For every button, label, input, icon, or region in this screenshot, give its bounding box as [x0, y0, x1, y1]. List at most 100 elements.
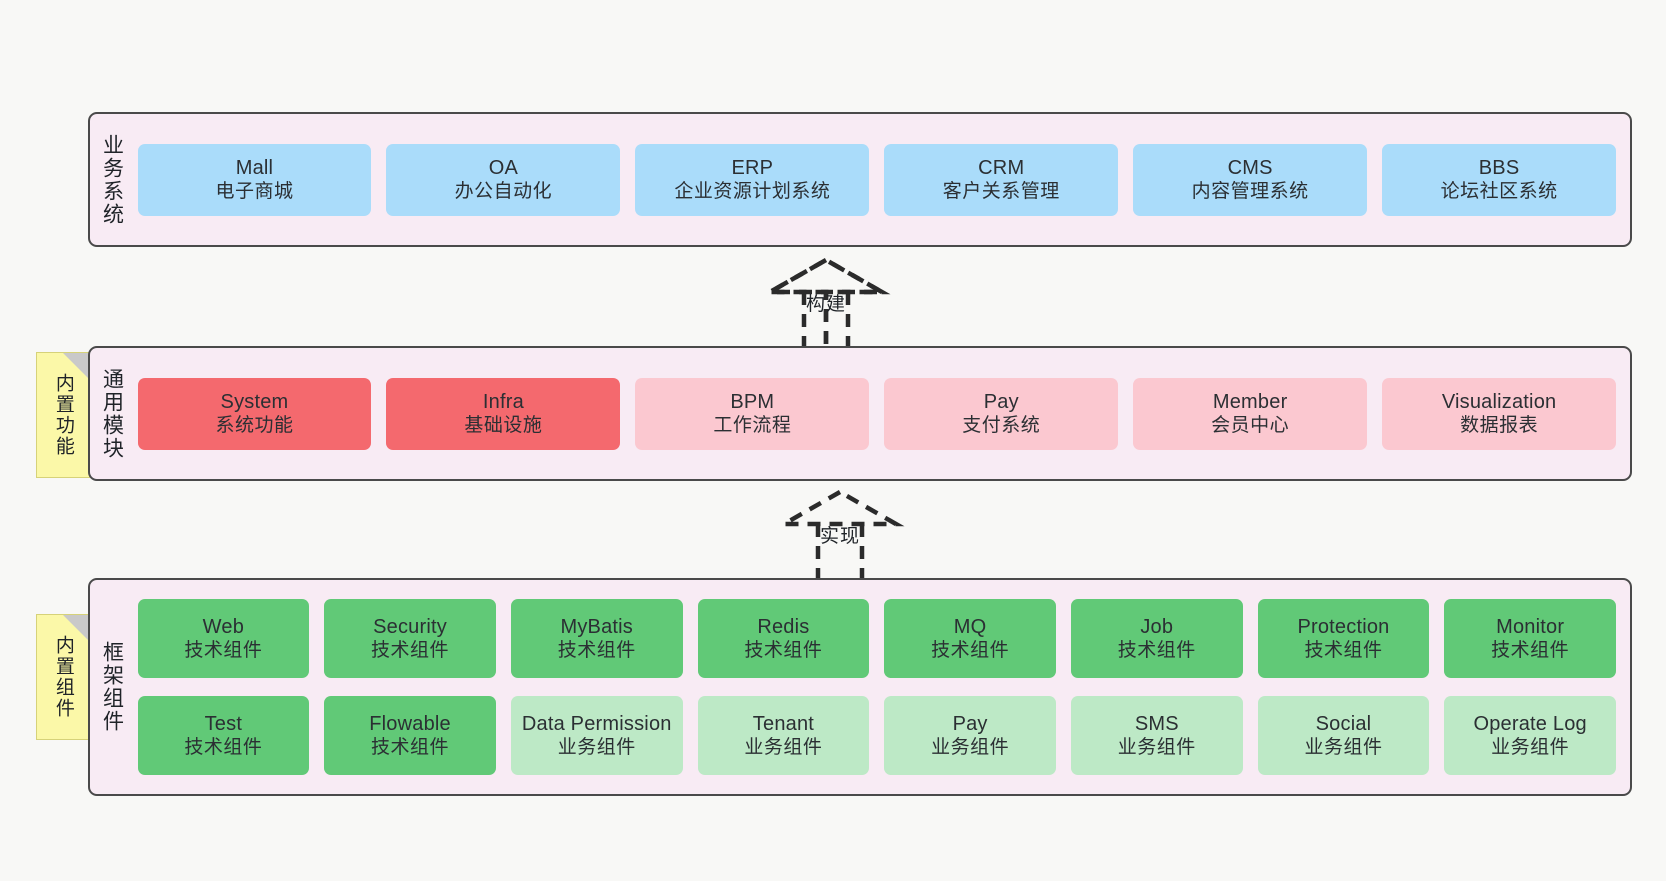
tier-common-module: 通用模块 System 系统功能 Infra 基础设施 BPM 工作流程 Pay…	[88, 346, 1632, 481]
card-mq[interactable]: MQ 技术组件	[884, 599, 1056, 678]
card-title: MQ	[953, 615, 987, 638]
card-subtitle: 工作流程	[713, 415, 792, 437]
card-infra[interactable]: Infra 基础设施	[386, 377, 621, 450]
card-security[interactable]: Security 技术组件	[324, 599, 496, 678]
card-pay-module[interactable]: Pay 支付系统	[884, 377, 1119, 450]
card-monitor[interactable]: Monitor 技术组件	[1444, 599, 1617, 678]
card-subtitle: 业务组件	[931, 737, 1010, 759]
card-title: Security	[373, 615, 447, 638]
tier-row: Test 技术组件 Flowable 技术组件 Data Permission …	[137, 696, 1617, 775]
card-subtitle: 电子商城	[215, 181, 294, 203]
card-subtitle: 技术组件	[744, 640, 823, 662]
note-builtin-component: 内置组件	[36, 614, 90, 740]
arrow-build: 构建	[756, 257, 916, 348]
note-fold-corner-icon	[63, 353, 89, 379]
card-subtitle: 客户关系管理	[942, 181, 1060, 203]
card-subtitle: 基础设施	[464, 415, 543, 437]
card-bpm[interactable]: BPM 工作流程	[635, 377, 870, 450]
card-mybatis[interactable]: MyBatis 技术组件	[510, 599, 683, 678]
card-subtitle: 业务组件	[1304, 737, 1383, 759]
card-title: Mall	[235, 156, 274, 179]
card-title: CRM	[978, 156, 1025, 179]
card-tenant[interactable]: Tenant 业务组件	[697, 696, 870, 775]
card-title: Test	[204, 712, 243, 735]
card-subtitle: 技术组件	[184, 737, 263, 759]
card-title: Job	[1140, 615, 1174, 638]
card-erp[interactable]: ERP 企业资源计划系统	[635, 143, 870, 216]
card-title: Member	[1212, 390, 1288, 413]
card-subtitle: 业务组件	[744, 737, 823, 759]
tier-body-framework-component: Web 技术组件 Security 技术组件 MyBatis 技术组件 Redi…	[132, 580, 1630, 794]
tier-body-common-module: System 系统功能 Infra 基础设施 BPM 工作流程 Pay 支付系统…	[132, 348, 1630, 479]
card-redis[interactable]: Redis 技术组件	[697, 599, 870, 678]
card-title: Web	[202, 615, 245, 638]
card-subtitle: 技术组件	[184, 640, 263, 662]
card-title: Flowable	[369, 712, 451, 735]
card-oa[interactable]: OA 办公自动化	[386, 143, 621, 216]
arrow-implement-label: 实现	[820, 526, 861, 547]
tier-label-common-module: 通用模块	[100, 367, 124, 460]
card-mall[interactable]: Mall 电子商城	[137, 143, 372, 216]
card-subtitle: 数据报表	[1460, 415, 1539, 437]
card-test[interactable]: Test 技术组件	[137, 696, 310, 775]
card-subtitle: 支付系统	[962, 415, 1041, 437]
card-subtitle: 企业资源计划系统	[674, 181, 831, 203]
card-subtitle: 技术组件	[1117, 640, 1196, 662]
card-job[interactable]: Job 技术组件	[1070, 599, 1243, 678]
card-title: System	[220, 390, 289, 413]
card-subtitle: 论坛社区系统	[1440, 181, 1558, 203]
card-system[interactable]: System 系统功能	[137, 377, 372, 450]
card-protection[interactable]: Protection 技术组件	[1257, 599, 1430, 678]
card-flowable[interactable]: Flowable 技术组件	[324, 696, 496, 775]
card-title: SMS	[1134, 712, 1179, 735]
tier-row: Web 技术组件 Security 技术组件 MyBatis 技术组件 Redi…	[137, 599, 1617, 678]
card-title: Protection	[1297, 615, 1390, 638]
card-subtitle: 技术组件	[557, 640, 636, 662]
card-subtitle: 系统功能	[215, 415, 294, 437]
tier-framework-component: 框架组件 Web 技术组件 Security 技术组件 MyBatis 技术组件…	[88, 578, 1632, 796]
card-title: Operate Log	[1473, 712, 1587, 735]
card-title: BBS	[1478, 156, 1520, 179]
card-cms[interactable]: CMS 内容管理系统	[1133, 143, 1368, 216]
card-social[interactable]: Social 业务组件	[1257, 696, 1430, 775]
card-subtitle: 技术组件	[931, 640, 1010, 662]
arrow-implement-shape	[775, 489, 905, 580]
card-data-permission[interactable]: Data Permission 业务组件	[510, 696, 683, 775]
card-title: Visualization	[1441, 390, 1557, 413]
note-builtin-component-label: 内置组件	[52, 635, 74, 719]
card-title: CMS	[1227, 156, 1273, 179]
tier-body-business-system: Mall 电子商城 OA 办公自动化 ERP 企业资源计划系统 CRM 客户关系…	[132, 114, 1630, 245]
card-title: Redis	[757, 615, 810, 638]
card-sms[interactable]: SMS 业务组件	[1070, 696, 1243, 775]
card-title: Monitor	[1496, 615, 1565, 638]
card-subtitle: 技术组件	[371, 737, 450, 759]
tier-label-framework-component: 框架组件	[100, 641, 124, 733]
card-operate-log[interactable]: Operate Log 业务组件	[1444, 696, 1617, 775]
card-title: Infra	[482, 390, 524, 413]
card-crm[interactable]: CRM 客户关系管理	[884, 143, 1119, 216]
card-bbs[interactable]: BBS 论坛社区系统	[1382, 143, 1617, 216]
arrow-build-label: 构建	[806, 294, 847, 315]
tier-business-system: 业务系统 Mall 电子商城 OA 办公自动化 ERP 企业资源计划系统 CRM…	[88, 112, 1632, 247]
card-title: ERP	[731, 156, 774, 179]
card-member[interactable]: Member 会员中心	[1133, 377, 1368, 450]
note-builtin-function-label: 内置功能	[52, 373, 74, 457]
card-subtitle: 业务组件	[1491, 737, 1570, 759]
arrow-build-shape	[761, 257, 891, 348]
card-subtitle: 业务组件	[557, 737, 636, 759]
card-title: MyBatis	[560, 615, 633, 638]
card-subtitle: 会员中心	[1211, 415, 1290, 437]
card-title: OA	[488, 156, 519, 179]
tier-row: Mall 电子商城 OA 办公自动化 ERP 企业资源计划系统 CRM 客户关系…	[137, 143, 1617, 216]
arrow-implement: 实现	[770, 489, 930, 580]
card-visualization[interactable]: Visualization 数据报表	[1382, 377, 1617, 450]
card-title: BPM	[730, 390, 775, 413]
note-fold-corner-icon	[63, 615, 89, 641]
card-title: Social	[1315, 712, 1372, 735]
card-title: Pay	[952, 712, 988, 735]
card-web[interactable]: Web 技术组件	[137, 599, 310, 678]
note-builtin-function: 内置功能	[36, 352, 90, 478]
card-subtitle: 办公自动化	[454, 181, 553, 203]
card-pay-component[interactable]: Pay 业务组件	[884, 696, 1056, 775]
